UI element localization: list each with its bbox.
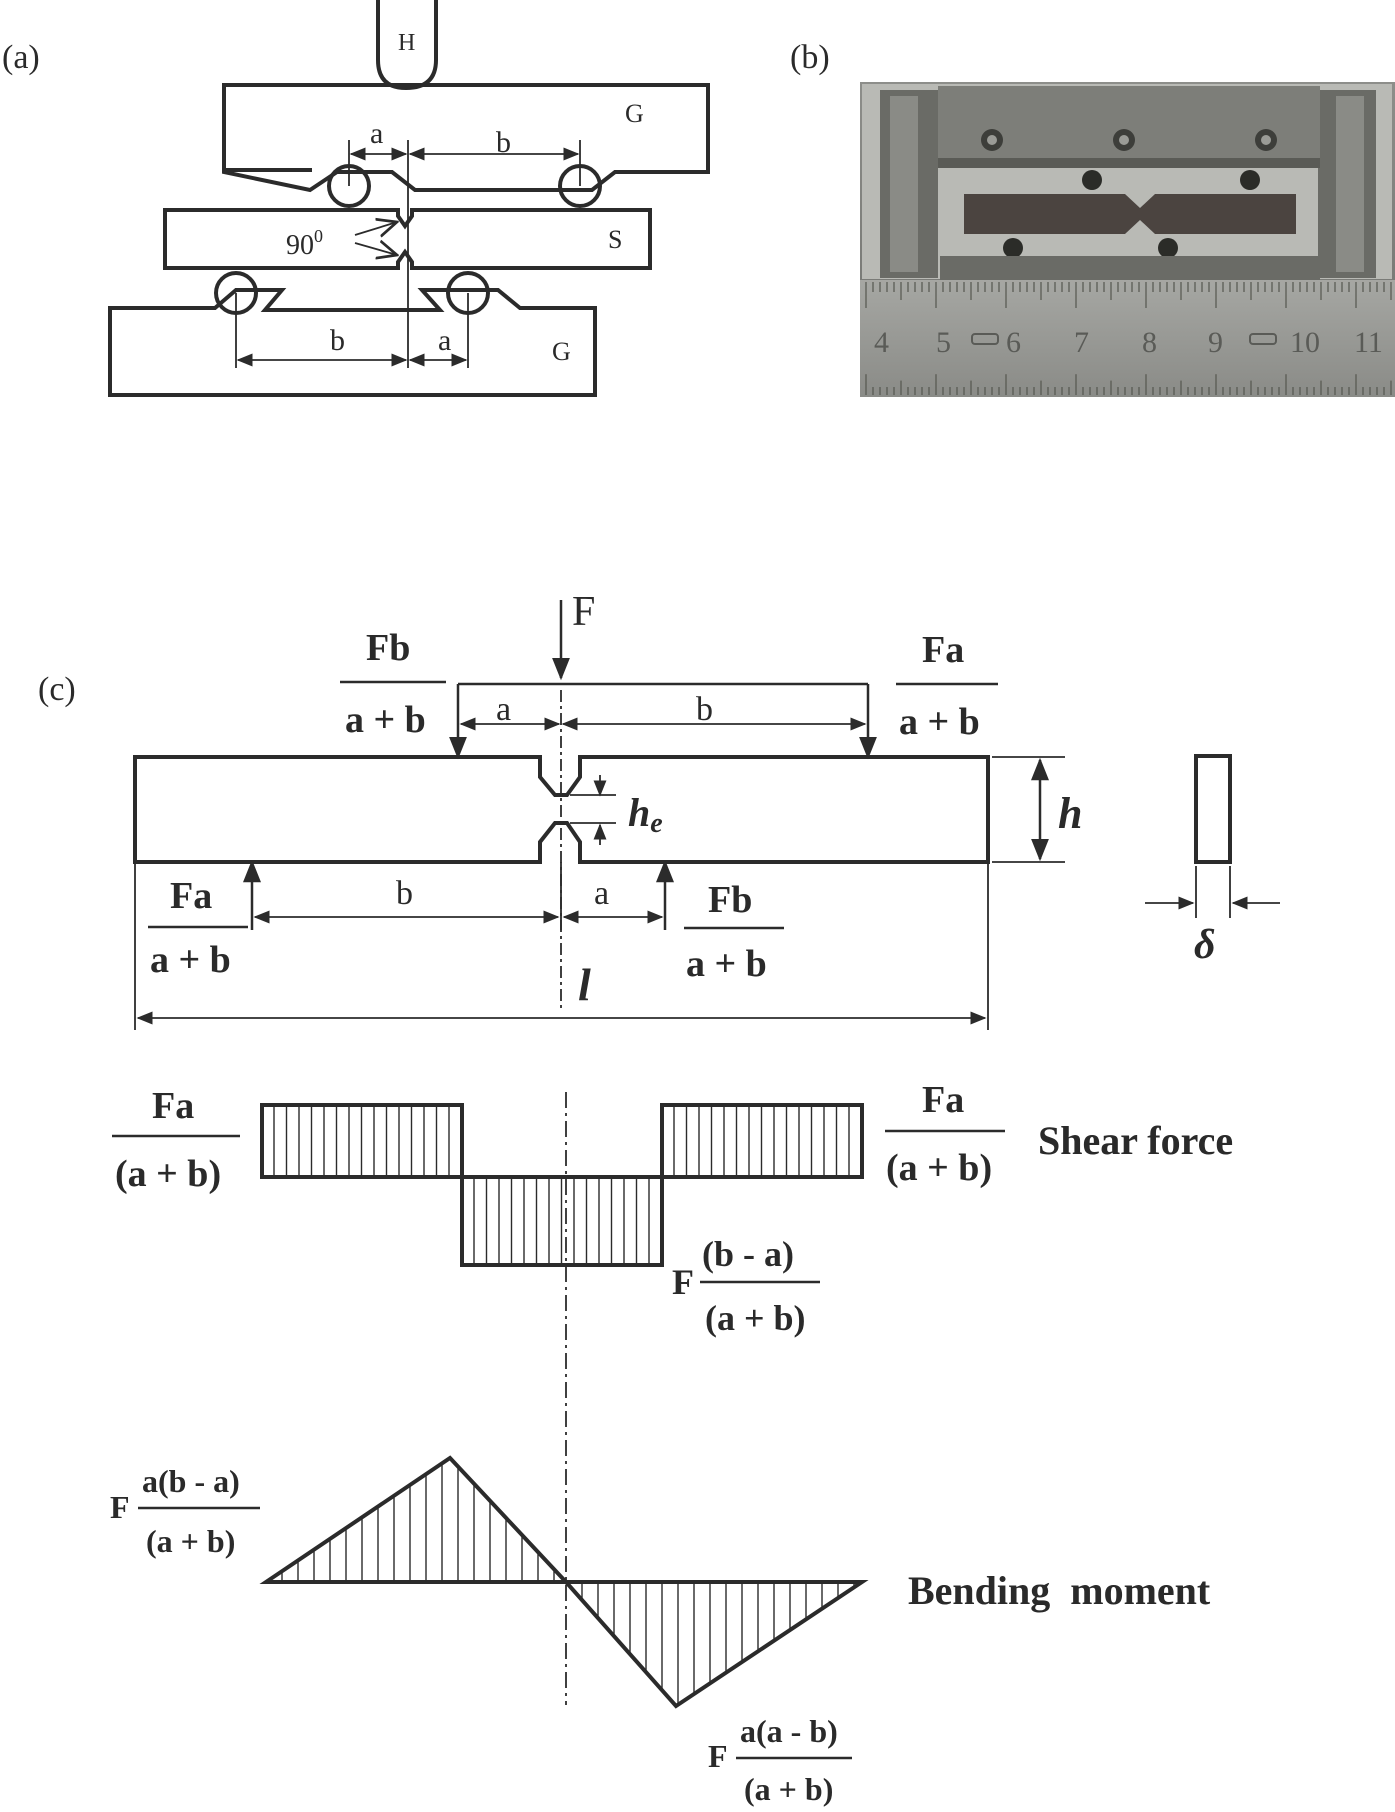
- shear-right-label: Fa (a + b): [885, 1079, 1005, 1189]
- top-grip-label: G: [625, 99, 644, 128]
- ruler-numbers: 4 5 6 7 8 9 10 11: [874, 326, 1383, 359]
- length-label: l: [578, 959, 591, 1010]
- shear-mid-label: F (b - a) (a + b): [672, 1234, 820, 1338]
- top-dim-b: b: [496, 126, 511, 159]
- moment-top-den: (a + b): [146, 1523, 235, 1559]
- shear-force-diagram: Fa (a + b) Fa (a + b) Shear force F (b -…: [112, 1079, 1233, 1705]
- reaction-bottom-left: Fa a + b: [148, 875, 248, 981]
- reaction-top-left: Fb a + b: [340, 627, 446, 741]
- shear-force-title: Shear force: [1038, 1118, 1233, 1163]
- notched-beam: he h: [133, 755, 1082, 864]
- shear-left-label: Fa (a + b): [112, 1085, 240, 1195]
- panel-b-label: (b): [790, 39, 830, 76]
- panel-a-label: (a): [2, 39, 40, 76]
- shear-right-num: Fa: [922, 1079, 964, 1121]
- ruler-ticks: [865, 282, 1392, 395]
- panel-a: (a) H G S 900 G: [2, 0, 710, 397]
- reaction-top-right: Fa a + b: [896, 629, 998, 743]
- ruler-number: 10: [1290, 326, 1320, 359]
- reaction-num: Fa: [170, 875, 212, 917]
- bottom-dimensions: b a: [235, 268, 469, 368]
- shear-hatching: [273, 1107, 863, 1263]
- ruler-number: 6: [1006, 326, 1021, 359]
- bottom-supports: b a: [243, 859, 674, 930]
- reaction-den: a + b: [150, 939, 231, 981]
- reaction-den: a + b: [345, 699, 426, 741]
- bottom-dim-b-c: b: [396, 875, 413, 912]
- top-dim-a-c: a: [496, 691, 511, 728]
- notch-height-label: he: [628, 790, 663, 839]
- shear-left-den: (a + b): [115, 1153, 221, 1195]
- panel-c: (c) F a b Fb a + b Fa a + b: [38, 589, 1280, 1807]
- moment-bottom-prefix: F: [708, 1738, 728, 1774]
- moment-hatching: [281, 1463, 855, 1705]
- hammer: H: [376, 0, 438, 91]
- bottom-dim-a: a: [438, 324, 451, 357]
- reaction-num: Fb: [708, 879, 752, 921]
- reaction-num: Fa: [922, 629, 964, 671]
- moment-top-label: F a(b - a) (a + b): [110, 1463, 260, 1559]
- bottom-grip-label: G: [552, 337, 571, 366]
- shear-mid-den: (a + b): [705, 1298, 806, 1338]
- reaction-den: a + b: [899, 701, 980, 743]
- ruler-number: 11: [1354, 326, 1383, 359]
- bottom-dim-a-c: a: [594, 875, 609, 912]
- top-dim-b-c: b: [696, 691, 713, 728]
- moment-top-prefix: F: [110, 1489, 130, 1525]
- cross-section: δ: [1145, 754, 1280, 968]
- reaction-num: Fb: [366, 627, 410, 669]
- bottom-grip: G: [108, 271, 597, 397]
- top-loading-bracket: a b: [449, 682, 877, 1010]
- bending-moment-title: Bending moment: [908, 1568, 1211, 1613]
- ruler-number: 9: [1208, 326, 1223, 359]
- notch-angle: 900: [286, 226, 323, 261]
- panel-b: (b): [790, 39, 1395, 397]
- force-label: F: [572, 589, 595, 635]
- test-fixture-photo: 4 5 6 7 8 9 10 11: [860, 82, 1395, 397]
- length-dimension: l: [134, 862, 989, 1030]
- ruler-number: 4: [874, 326, 889, 359]
- reaction-bottom-right: Fb a + b: [684, 879, 784, 985]
- hammer-label: H: [398, 30, 415, 56]
- reaction-den: a + b: [686, 943, 767, 985]
- ruler-number: 5: [936, 326, 951, 359]
- applied-force: F: [552, 589, 595, 681]
- panel-c-label: (c): [38, 671, 76, 708]
- height-label: h: [1058, 789, 1082, 838]
- moment-bottom-den: (a + b): [744, 1771, 833, 1807]
- moment-top-num: a(b - a): [142, 1463, 240, 1499]
- bottom-dim-b: b: [330, 324, 345, 357]
- top-grip: G: [222, 83, 710, 208]
- shear-mid-num: (b - a): [702, 1234, 794, 1274]
- specimen-label: S: [608, 225, 622, 254]
- bending-moment-diagram: F a(b - a) (a + b) Bending moment F a(a …: [110, 1455, 1211, 1807]
- shear-right-den: (a + b): [886, 1147, 992, 1189]
- moment-bottom-num: a(a - b): [740, 1713, 838, 1749]
- ruler-number: 8: [1142, 326, 1157, 359]
- shear-left-num: Fa: [152, 1085, 194, 1127]
- top-dim-a: a: [370, 117, 383, 150]
- ruler-number: 7: [1074, 326, 1089, 359]
- specimen: S 900: [163, 208, 652, 270]
- thickness-label: δ: [1194, 922, 1216, 968]
- top-dimensions: a b: [348, 117, 581, 268]
- moment-bottom-label: F a(a - b) (a + b): [708, 1713, 852, 1807]
- shear-mid-prefix: F: [672, 1262, 694, 1302]
